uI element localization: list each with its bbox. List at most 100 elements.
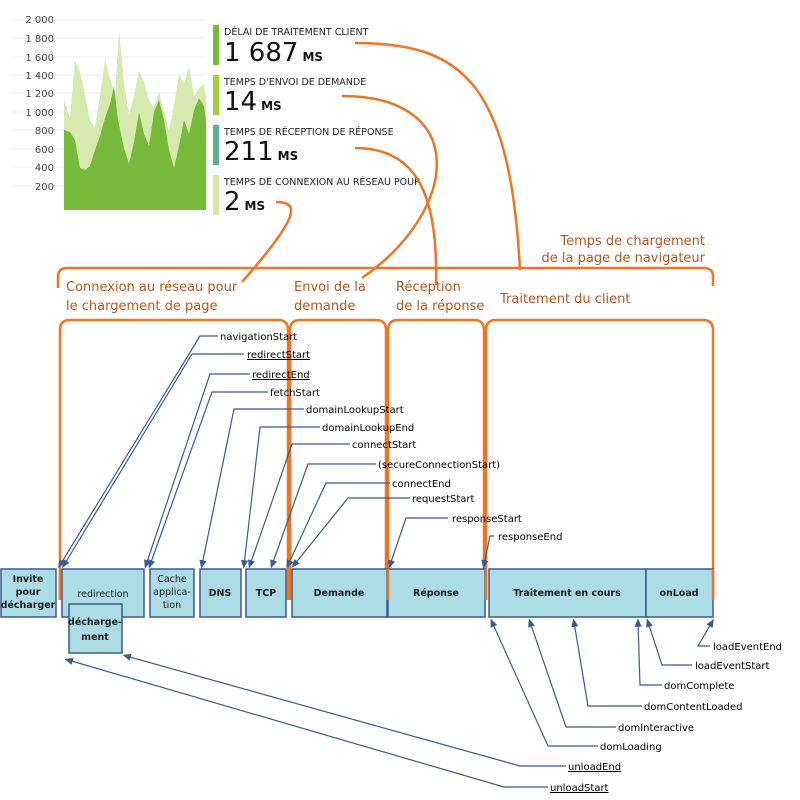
y-tick-label: 1 000 [25,108,54,119]
box-label: tion [163,600,181,611]
phase-label-response: Réception [396,280,461,295]
box-label: onLoad [659,588,698,599]
bracket-feet [58,569,715,600]
stat-color-bar [213,125,219,165]
stat-response-receive: TEMPS DE RÉCEPTION DE RÉPONSE 211 MS [213,125,394,167]
stat-unit: MS [302,50,323,64]
phase-label-client: Traitement du client [499,292,631,307]
leader-connectEnd [286,482,390,569]
bracket-page-load [56,266,715,288]
bracket-response [386,318,486,600]
leader-redirectStart [62,353,244,569]
stat-title: DÉLAI DE TRAITEMENT CLIENT [224,26,369,38]
phase-label-request: Envoi de la [294,280,366,295]
leader-domLoading [490,618,598,747]
stat-value: 14 [224,87,257,117]
connector-request [341,94,438,280]
stat-value-line: 14 MS [224,87,282,117]
box-label: Invite [13,574,44,585]
y-tick-label: 2 000 [25,15,54,26]
stat-value-line: 2 MS [224,187,265,217]
stat-unit: MS [278,149,299,163]
top-event-leaders [58,335,494,569]
box-label: décharger [1,600,56,611]
chart-area-client [64,86,206,210]
stat-value-line: 1 687 MS [224,38,323,68]
stat-color-bar [213,75,219,115]
bracket-client [484,318,715,600]
box-request [291,568,388,618]
leader-domInteractive [528,618,616,728]
event-label: connectEnd [392,479,451,490]
stat-title: TEMPS D'ENVOI DE DEMANDE [223,77,366,88]
phase-labels: Temps de chargement de la page de naviga… [66,234,706,314]
event-label: requestStart [412,494,475,505]
box-app-cache [149,568,195,618]
box-label: pour [16,587,41,598]
box-label: ment [81,632,109,643]
stat-unit: MS [245,199,266,213]
leader-requestStart [291,497,410,568]
area-chart: 2 000 1 800 1 600 1 400 1 200 1 000 800 … [12,15,206,210]
stat-value: 211 [224,137,274,167]
stat-value: 2 [224,187,241,217]
event-label: domLoading [600,742,662,753]
stat-client-processing: DÉLAI DE TRAITEMENT CLIENT 1 687 MS [213,25,369,68]
event-label: loadEventStart [695,661,770,672]
box-dns [199,568,242,618]
stat-value-line: 211 MS [224,137,298,167]
event-label: fetchStart [270,388,320,399]
box-label: redirection [77,589,128,600]
box-label: applica- [153,587,191,598]
leader-fetchStart [148,391,268,569]
stat-title: TEMPS DE CONNEXION AU RÉSEAU POUR [223,176,421,188]
stat-title: TEMPS DE RÉCEPTION DE RÉPONSE [223,126,394,138]
chart-y-axis: 2 000 1 800 1 600 1 400 1 200 1 000 800 … [25,15,54,193]
phase-label-page-load: Temps de chargement [559,234,705,249]
box-label: Réponse [413,588,459,599]
leader-unloadStart [64,657,548,788]
bracket-network [58,318,290,600]
stat-value: 1 687 [224,38,298,68]
event-label: responseEnd [498,532,562,543]
event-label: connectStart [352,440,416,451]
event-label: redirectEnd [252,370,310,381]
stat-unit: MS [261,99,282,113]
leader-loadEventStart [646,618,692,666]
box-label: décharge- [68,617,122,628]
leader-secureConnectionStart [270,463,376,569]
timeline-box-labels: Invite pour décharger redirection déchar… [1,574,699,643]
top-event-labels: navigationStart redirectStart redirectEn… [220,332,562,543]
box-label: TCP [256,588,276,599]
box-prompt-unload [0,568,57,618]
box-unload [68,603,123,654]
box-label: Cache [157,574,187,585]
phase-brackets [56,266,715,600]
event-label: unloadStart [550,783,609,794]
leader-navigationStart [58,335,218,569]
leader-connectStart [248,443,350,569]
stat-color-bar [213,175,219,215]
y-tick-label: 800 [35,126,54,137]
box-label: Traitement en cours [513,588,621,599]
y-tick-label: 400 [35,163,54,174]
leader-domComplete [634,618,662,686]
bottom-event-leaders [64,618,714,788]
phase-label-network: le chargement de page [66,299,217,314]
bottom-event-labels: loadEventEnd loadEventStart domComplete … [550,642,782,794]
event-label: domainLookupEnd [322,423,414,434]
y-tick-label: 1 200 [25,89,54,100]
event-label: domInteractive [618,723,694,734]
box-response [387,568,486,618]
orange-connectors [241,41,522,286]
stat-network-connect: TEMPS DE CONNEXION AU RÉSEAU POUR 2 MS [213,175,421,217]
event-label: loadEventEnd [713,642,782,653]
event-label: unloadEnd [568,762,621,773]
stat-request-send: TEMPS D'ENVOI DE DEMANDE 14 MS [213,75,366,117]
leader-domainLookupStart [199,408,304,569]
timeline-boxes [0,568,714,654]
stat-color-bar [213,25,219,65]
event-label: redirectStart [247,350,310,361]
event-label: navigationStart [220,332,297,343]
